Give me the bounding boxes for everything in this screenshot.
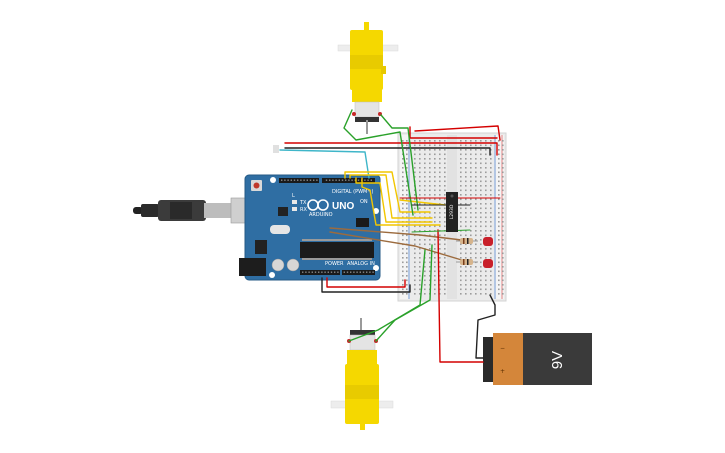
analog-header	[342, 270, 375, 275]
led-2[interactable]	[483, 259, 493, 268]
dc-motor-top[interactable]	[337, 22, 399, 134]
capacitor	[271, 258, 285, 272]
l-label: L	[292, 193, 295, 199]
battery-9v[interactable]: − + 9V	[483, 333, 592, 385]
rx-label: RX	[300, 207, 307, 213]
mounting-hole	[270, 177, 276, 183]
capacitor	[286, 258, 300, 272]
battery-voltage-label: 9V	[549, 351, 566, 369]
resistor-1	[456, 238, 478, 244]
microcontroller-chip	[300, 242, 374, 258]
resistor-2	[456, 259, 478, 265]
crystal	[270, 225, 290, 234]
digital-header-left	[279, 178, 319, 183]
arduino-logo-icon	[307, 199, 329, 211]
arduino-uno-board[interactable]: TX RX L ON UNO ARDUINO DIGITAL (PWM~) PO…	[239, 174, 381, 281]
driver-chip-label: L293D	[449, 204, 455, 219]
on-label: ON	[360, 199, 368, 205]
mounting-hole	[373, 265, 379, 271]
dc-motor-bottom[interactable]	[330, 318, 394, 430]
board-brand-label: ARDUINO	[309, 212, 333, 218]
power-jack	[239, 258, 266, 276]
board-model-label: UNO	[332, 201, 354, 212]
analog-pins-label: ANALOG IN	[347, 261, 375, 267]
battery-minus-label: −	[500, 345, 505, 352]
power-pins-label: POWER	[325, 261, 344, 267]
led-1[interactable]	[483, 237, 493, 246]
digital-pins-label: DIGITAL (PWM~)	[332, 189, 374, 195]
mounting-hole	[269, 272, 275, 278]
voltage-regulator	[255, 240, 267, 254]
motor-driver-chip[interactable]: L293D	[446, 192, 458, 232]
tx-label: TX	[299, 200, 307, 206]
power-header	[300, 270, 340, 275]
battery-plus-label: +	[500, 368, 505, 375]
wire-endpoints	[273, 145, 279, 153]
